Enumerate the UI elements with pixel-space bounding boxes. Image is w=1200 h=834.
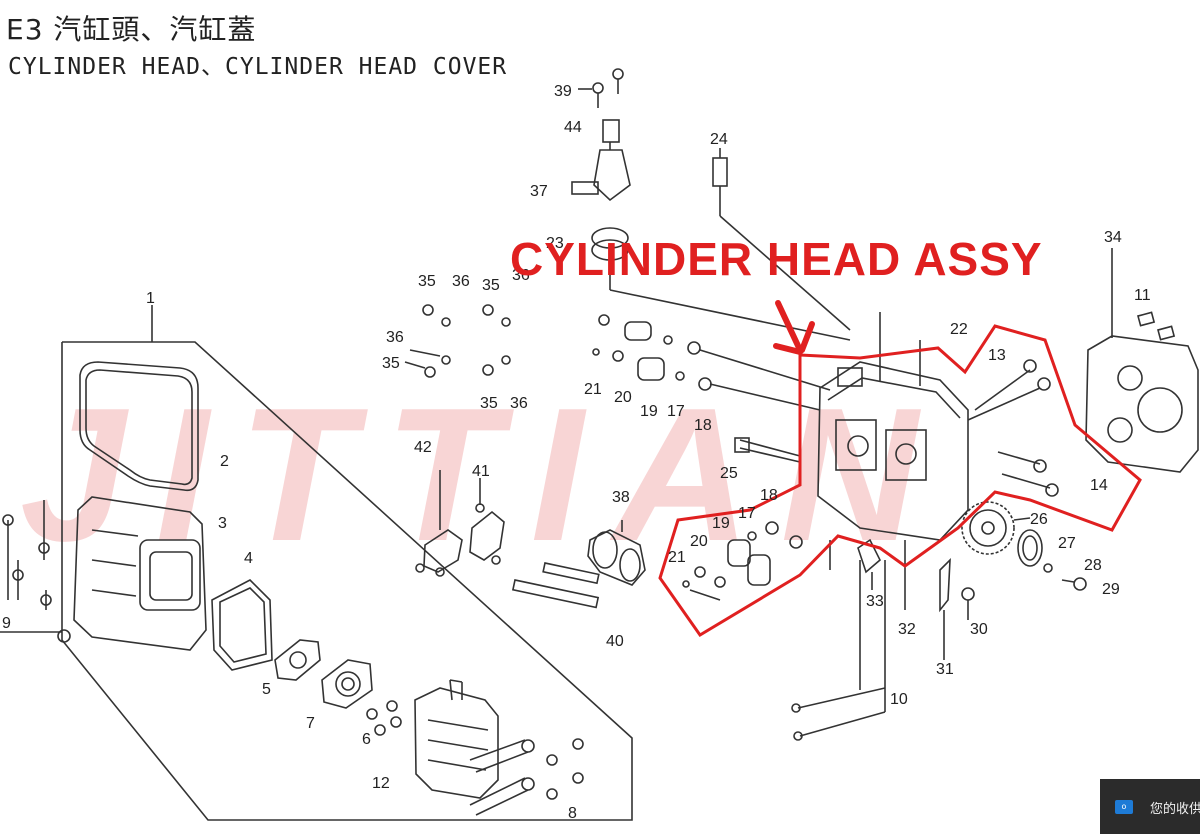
assy-arrow (773, 300, 815, 355)
part-number: 28 (1084, 557, 1102, 574)
cylinder-head-assy-outline (658, 324, 1142, 638)
part-number: 39 (554, 83, 572, 100)
part-number: 23 (546, 235, 564, 252)
part-number: 35 (482, 277, 500, 294)
part-number: 17 (667, 403, 685, 420)
part-number: 42 (414, 439, 432, 456)
part-number: 2 (220, 453, 229, 470)
diagram-title-chinese: E3 汽缸頭、汽缸蓋 (6, 13, 257, 46)
part-number: 21 (584, 381, 602, 398)
part-number: 20 (614, 389, 632, 406)
watermark-text: JITTIAN (20, 369, 948, 581)
cover-gasket (79, 361, 199, 492)
part-number: 14 (1090, 477, 1108, 494)
reed-plate (274, 639, 321, 681)
cover-assembly-frame (61, 341, 633, 821)
part-number: 4 (244, 550, 253, 567)
app-icon: o (1115, 800, 1133, 814)
part-number: 31 (936, 661, 954, 678)
cylinder-head-assy-label: CYLINDER HEAD ASSY (510, 233, 1043, 285)
top-bolts (578, 68, 624, 108)
part-number: 30 (970, 621, 988, 638)
cylinder-gasket (1085, 248, 1199, 473)
part-number: 12 (372, 775, 390, 792)
part-number: 19 (640, 403, 658, 420)
part-number: 20 (690, 533, 708, 550)
part-number: 38 (612, 489, 630, 506)
part-number: 25 (720, 465, 738, 482)
part-number: 26 (1030, 511, 1048, 528)
part-number: 36 (510, 395, 528, 412)
part-number: 37 (530, 183, 548, 200)
part-number: 32 (898, 621, 916, 638)
part-number: 7 (306, 715, 315, 732)
washers-and-nuts (404, 304, 511, 378)
cover-studs (469, 738, 584, 816)
part-number: 35 (480, 395, 498, 412)
valve-spring-set-upper (592, 314, 831, 411)
part-number: 44 (564, 119, 582, 136)
part-number: 35 (382, 355, 400, 372)
part-number-labels: 1 2 3 4 5 6 7 8 9 10 11 12 13 14 17 17 1… (2, 83, 1151, 822)
plate-gasket (211, 579, 273, 671)
part-number: 10 (890, 691, 908, 708)
part-number: 8 (568, 805, 577, 822)
valve-spring-set-lower (682, 521, 803, 601)
part-number: 18 (694, 417, 712, 434)
part-number: 36 (452, 273, 470, 290)
part-number: 19 (712, 515, 730, 532)
sprocket-hardware (1017, 529, 1087, 591)
part-number: 36 (512, 267, 530, 284)
rocker-arm-assembly (415, 470, 600, 609)
part-number: 6 (362, 731, 371, 748)
part-number: 36 (386, 329, 404, 346)
cam-sprocket (961, 501, 1031, 555)
valve-plate (321, 659, 373, 709)
camshaft (587, 520, 646, 586)
part-number: 1 (146, 290, 155, 307)
long-studs (791, 560, 886, 741)
cover-bolts (0, 500, 71, 643)
part-number: 17 (738, 505, 756, 522)
cylinder-head-cover (73, 496, 207, 651)
part-number: 35 (418, 273, 436, 290)
cylinder-head (817, 312, 969, 541)
part-number: 13 (988, 347, 1006, 364)
diagram-title-english: CYLINDER HEAD、CYLINDER HEAD COVER (8, 54, 508, 80)
part-number: 11 (1134, 287, 1151, 304)
part-number: 22 (950, 321, 968, 338)
part-number: 33 (866, 593, 884, 610)
plate-bolts (366, 700, 402, 736)
temperature-sensor (712, 148, 851, 331)
part-number: 24 (710, 131, 728, 148)
part-number: 9 (2, 615, 11, 632)
corner-badge[interactable]: o 您的收供 (1100, 779, 1200, 834)
head-bolts (967, 359, 1059, 497)
part-number: 40 (606, 633, 624, 650)
part-number: 34 (1104, 229, 1122, 246)
part-number: 21 (668, 549, 686, 566)
part-number: 5 (262, 681, 271, 698)
thermostat-housing (571, 119, 851, 341)
part-number: 29 (1102, 581, 1120, 598)
part-number: 18 (760, 487, 778, 504)
chain-tensioner (829, 538, 975, 660)
side-cover (414, 687, 499, 799)
part-number: 27 (1058, 535, 1076, 552)
part-number: 41 (472, 463, 490, 480)
part-number: 3 (218, 515, 227, 532)
badge-text: 您的收供 (1150, 802, 1200, 817)
exhaust-valve (734, 437, 801, 463)
